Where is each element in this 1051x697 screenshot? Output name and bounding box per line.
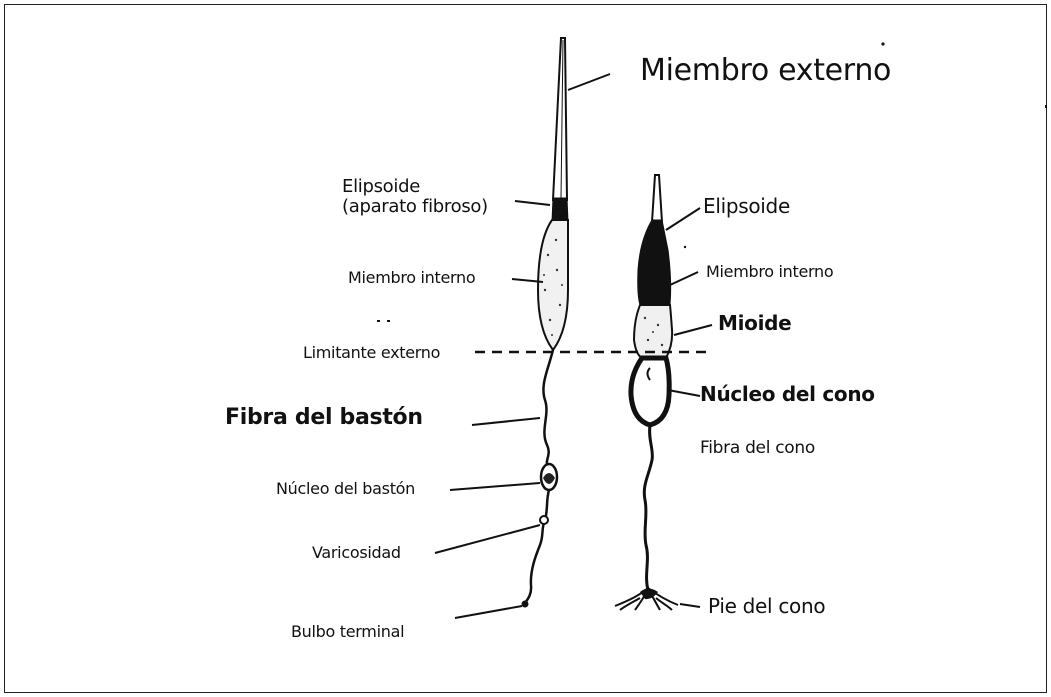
label-elipsoide-cono: Elipsoide xyxy=(703,196,790,216)
cone-cell xyxy=(615,175,678,610)
label-varicosidad: Varicosidad xyxy=(312,545,401,561)
rod-ellipsoid xyxy=(552,198,568,222)
cone-outer-segment xyxy=(652,175,662,222)
label-pie-cono: Pie del cono xyxy=(708,596,825,616)
label-mioide: Mioide xyxy=(718,313,791,333)
rod-terminal-bulb xyxy=(522,601,528,607)
label-bulbo-terminal: Bulbo terminal xyxy=(291,624,404,640)
label-elipsoide-baston: Elipsoide xyxy=(342,178,420,196)
label-nucleo-cono: Núcleo del cono xyxy=(700,384,875,404)
label-nucleo-baston: Núcleo del bastón xyxy=(276,481,415,497)
cone-nucleus xyxy=(631,358,669,425)
label-fibra-baston: Fibra del bastón xyxy=(225,407,423,429)
cone-ellipsoid xyxy=(638,220,671,305)
label-aparato-fibroso: (aparato fibroso) xyxy=(342,198,488,216)
label-limitante-externo: Limitante externo xyxy=(303,345,440,361)
cone-fiber xyxy=(644,425,652,590)
label-miembro-interno-cono: Miembro interno xyxy=(706,264,833,280)
label-miembro-interno-baston: Miembro interno xyxy=(348,270,475,286)
rod-varicosity xyxy=(540,516,548,524)
rod-axon xyxy=(525,490,549,603)
rod-outer-segment xyxy=(553,38,567,200)
label-miembro-externo: Miembro externo xyxy=(640,56,891,86)
rod-cell xyxy=(522,38,568,607)
rod-inner-segment xyxy=(538,220,568,350)
rod-fiber xyxy=(543,350,553,468)
label-fibra-cono: Fibra del cono xyxy=(700,440,815,457)
